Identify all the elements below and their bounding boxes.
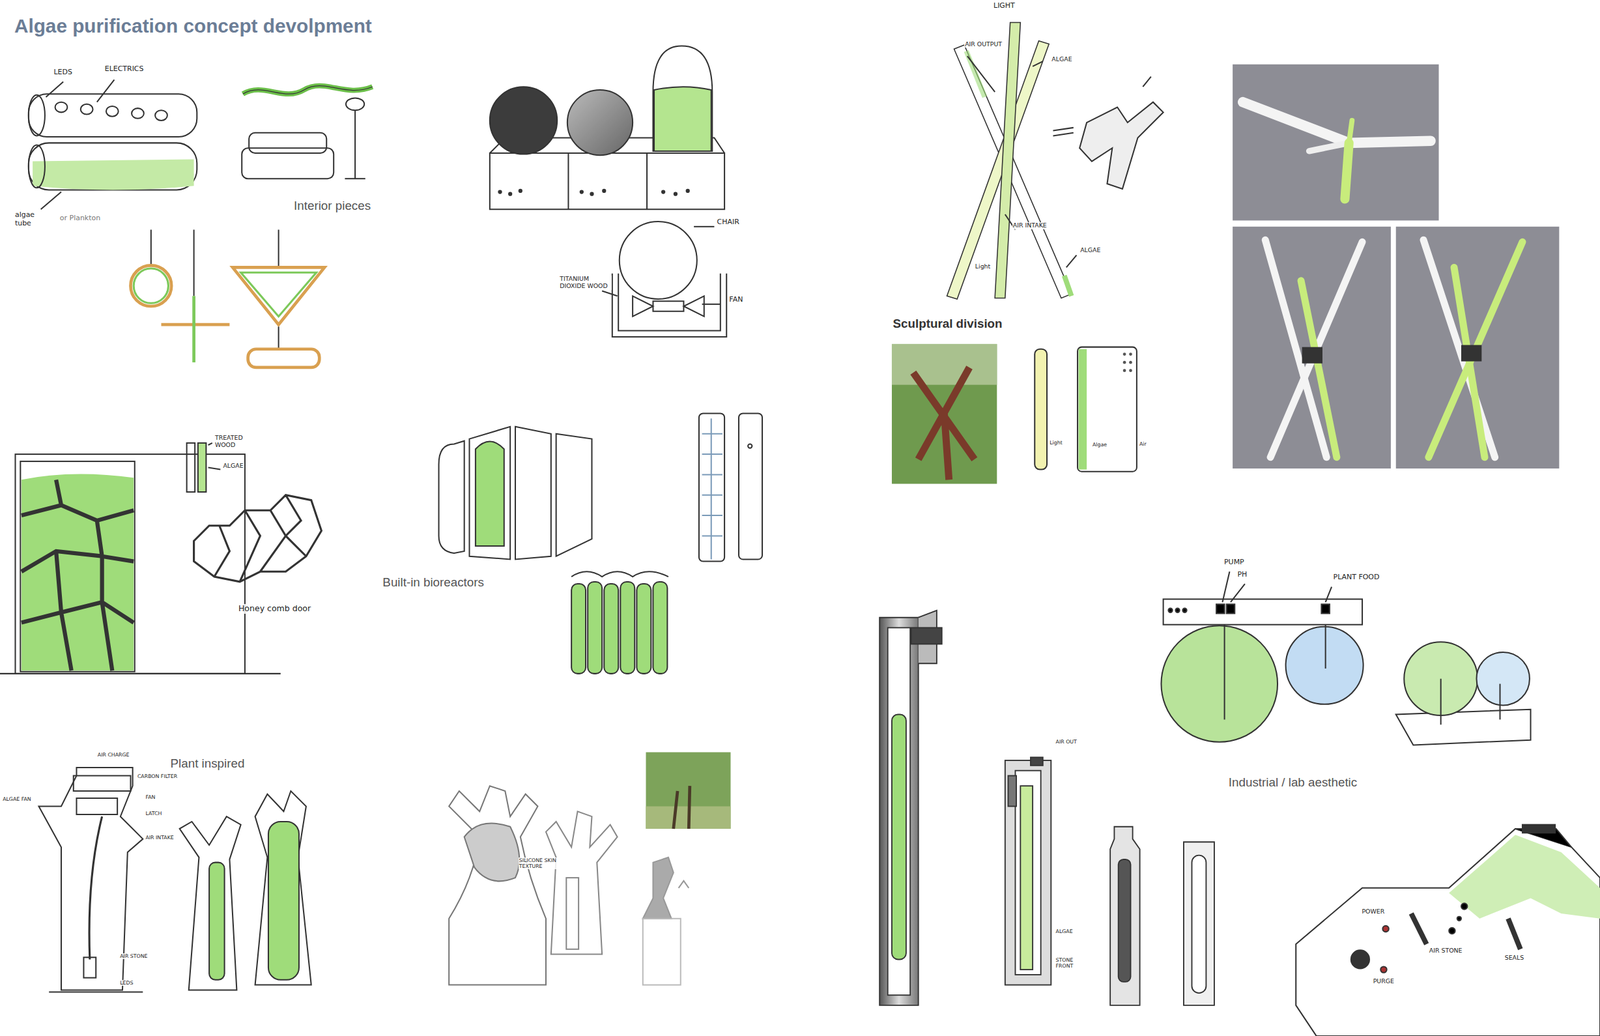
annotation: FAN xyxy=(728,295,744,305)
annotation: CHAIR xyxy=(716,218,741,227)
annotation: ALGAE xyxy=(222,462,244,470)
annotation: AIR STONE xyxy=(119,953,148,959)
annotation: AIR STONE xyxy=(1428,947,1464,955)
section-heading: Built-in bioreactors xyxy=(382,575,485,590)
annotation: algae tube xyxy=(14,211,49,228)
annotation: PURGE xyxy=(1372,977,1395,986)
annotation: ALGAE xyxy=(1079,246,1101,255)
annotation: ALGAE xyxy=(1055,928,1074,935)
annotation: SEALS xyxy=(1504,954,1525,962)
annotation: POWER xyxy=(1360,908,1386,916)
annotation: CARBON FILTER xyxy=(136,773,178,780)
annotation: AIR INTAKE xyxy=(1012,222,1055,230)
annotation: LEDS xyxy=(52,68,73,77)
annotation: SILICONE SKIN TEXTURE xyxy=(518,857,561,870)
section-heading: Plant inspired xyxy=(170,756,245,771)
annotation: AIR CHARGE xyxy=(97,751,131,758)
annotation: LATCH xyxy=(144,810,163,817)
annotation: AIR OUTPUT xyxy=(964,41,1007,49)
section-heading: Interior pieces xyxy=(293,198,371,214)
annotation: or Plankton xyxy=(59,214,101,223)
section-heading: Industrial / lab aesthetic xyxy=(1228,775,1358,790)
annotation: Algae xyxy=(1091,441,1108,448)
annotation: PH xyxy=(1236,570,1248,580)
annotation: Air xyxy=(1138,441,1148,447)
annotation: TITANIUM DIOXIDE WOOD xyxy=(558,275,612,290)
annotation: Light xyxy=(974,263,991,271)
annotation: Honey comb door xyxy=(237,603,312,614)
board-title: Algae purification concept devolpment xyxy=(14,14,372,38)
annotation: ALGAE FAN xyxy=(1,796,32,802)
section-heading: Sculptural division xyxy=(893,316,1003,331)
annotation: STONE FRONT xyxy=(1055,957,1088,969)
annotation: LEDS xyxy=(119,979,134,986)
annotation: ALGAE xyxy=(1050,56,1073,64)
annotation: Light xyxy=(1048,439,1064,446)
annotation: LIGHT xyxy=(992,1,1016,11)
annotation: FAN xyxy=(144,794,156,800)
annotation: AIR INTAKE xyxy=(144,834,174,841)
annotation: AIR OUT xyxy=(1055,738,1078,745)
annotation: PUMP xyxy=(1223,558,1245,567)
annotation: TREATED WOOD xyxy=(214,434,263,449)
annotation: PLANT FOOD xyxy=(1332,573,1381,582)
annotation: ELECTRICS xyxy=(104,65,145,74)
